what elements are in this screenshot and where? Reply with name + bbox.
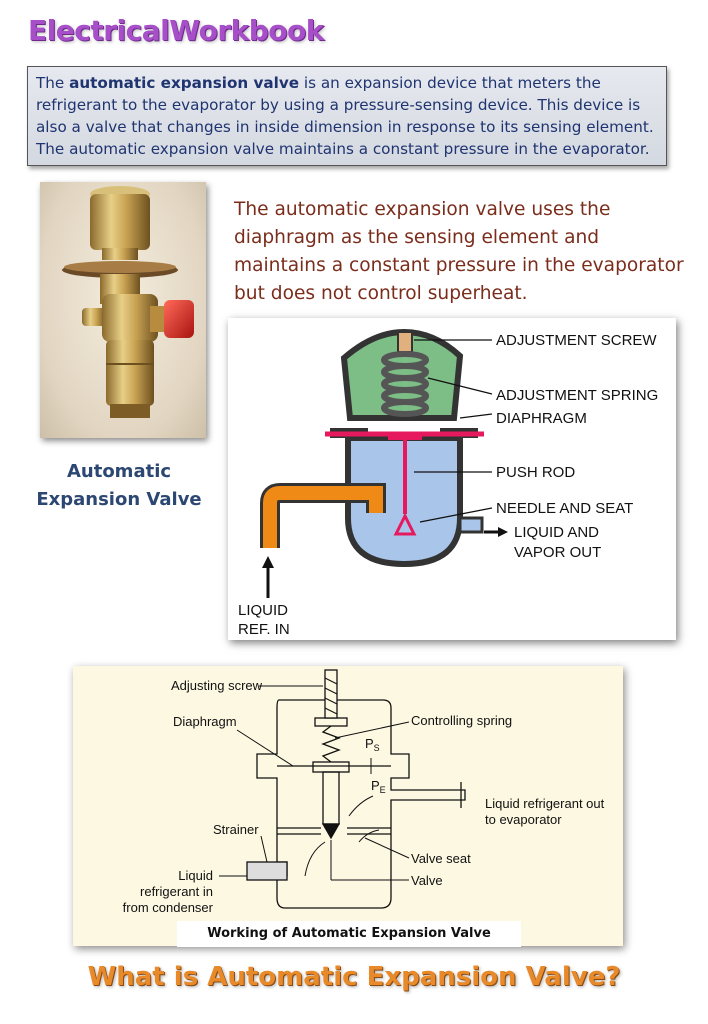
working-schematic-diagram: Adjusting screw Controlling spring Diaph…: [73, 666, 623, 946]
label-liquid-in-1: LIQUID: [238, 602, 288, 619]
label-liquid-in-2: REF. IN: [238, 621, 290, 638]
valve-outline: [246, 699, 466, 909]
description-text: The automatic expansion valve uses the d…: [234, 199, 684, 304]
needle-seat: [393, 512, 417, 536]
intro-bold-term: automatic expansion valve: [69, 74, 300, 92]
label-valve: Valve: [411, 873, 443, 888]
label-liquid-in-2: refrigerant in: [140, 884, 213, 899]
label-liquid-out-2: to evaporator: [485, 812, 562, 827]
label-strainer: Strainer: [213, 822, 259, 837]
screw-threads: [324, 677, 338, 715]
label-adjustment-spring: ADJUSTMENT SPRING: [496, 387, 658, 404]
intro-definition-box: The automatic expansion valve is an expa…: [27, 66, 667, 166]
intro-text: is an expansion device that meters the r…: [36, 74, 654, 158]
schematic-caption: Working of Automatic Expansion Valve: [177, 921, 521, 947]
label-valve-seat: Valve seat: [411, 851, 471, 866]
valve-photo: [40, 182, 206, 438]
label-liquid-in-3: from condenser: [123, 900, 214, 915]
label-liquid-out-1: LIQUID AND: [514, 524, 599, 541]
label-liquid-out-1: Liquid refrigerant out: [485, 796, 605, 811]
valve-photo-illustration: [62, 186, 194, 418]
page-title: What is Automatic Expansion Valve?: [87, 962, 621, 992]
intro-prefix: The: [36, 74, 70, 92]
label-adjusting-screw: Adjusting screw: [171, 678, 263, 693]
label-liquid-in-1: Liquid: [178, 868, 213, 883]
label-diaphragm: DIAPHRAGM: [496, 410, 587, 427]
adjustment-spring: [381, 351, 429, 417]
schematic-svg: Adjusting screw Controlling spring Diaph…: [123, 669, 605, 915]
label-diaphragm: Diaphragm: [173, 714, 237, 729]
valve-cutaway-diagram: ADJUSTMENT SCREW ADJUSTMENT SPRING DIAPH…: [228, 318, 676, 640]
label-adjustment-screw: ADJUSTMENT SCREW: [496, 332, 657, 349]
label-push-rod: PUSH ROD: [496, 464, 575, 481]
outlet-pipe: [458, 516, 484, 534]
inlet-pipe: [263, 486, 383, 548]
adjustment-screw: [397, 331, 413, 353]
photo-caption: Automatic Expansion Valve: [36, 461, 202, 510]
label-liquid-out-2: VAPOR OUT: [514, 544, 601, 561]
label-needle-seat: NEEDLE AND SEAT: [496, 500, 633, 517]
label-ps: PS: [365, 736, 380, 753]
brand-logo: ElectricalWorkbook: [28, 14, 324, 47]
cutaway-svg: ADJUSTMENT SCREW ADJUSTMENT SPRING DIAPH…: [238, 328, 658, 638]
label-controlling-spring: Controlling spring: [411, 713, 512, 728]
label-pe: PE: [371, 778, 386, 795]
